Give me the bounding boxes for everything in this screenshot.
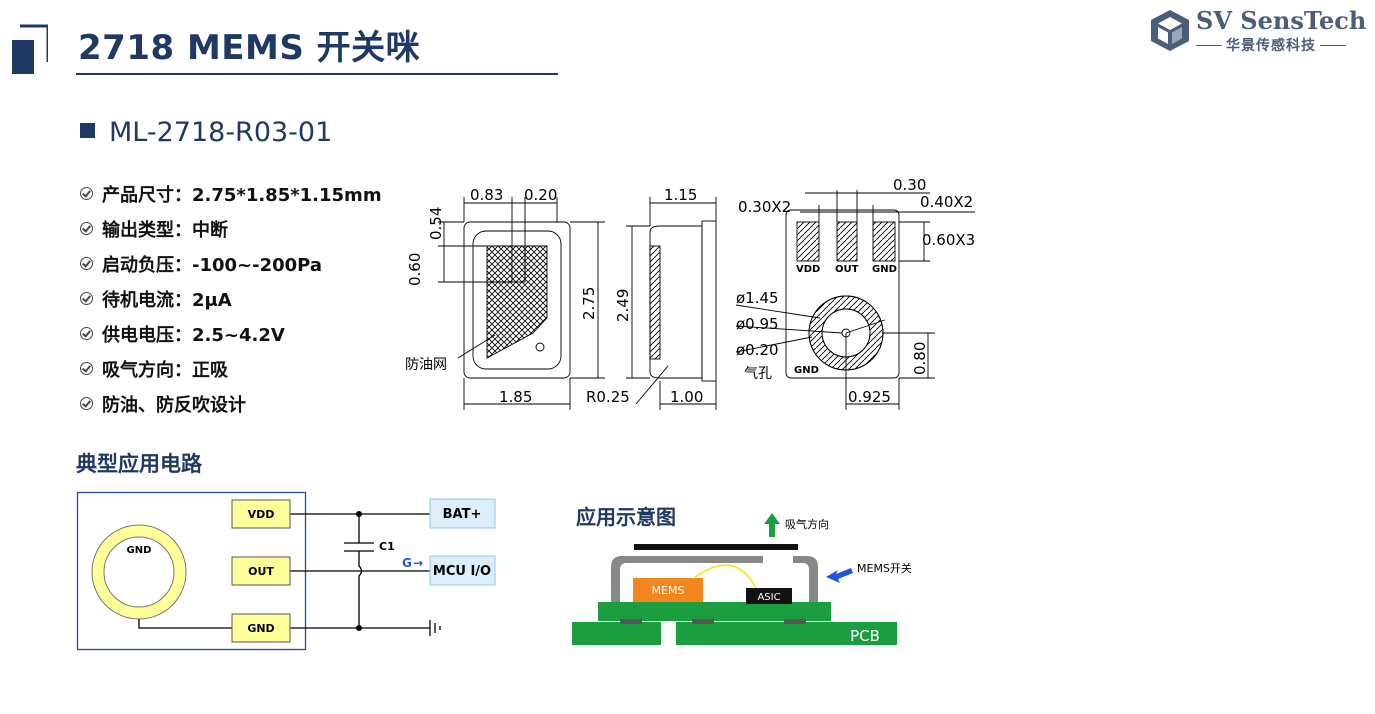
spec-item: 输出类型：中断 xyxy=(80,211,382,246)
spec-list: 产品尺寸：2.75*1.85*1.15mm 输出类型：中断 启动负压：-100~… xyxy=(80,176,382,421)
logo-subtitle-text: 华景传感科技 xyxy=(1226,38,1316,54)
check-circle-icon xyxy=(80,292,93,305)
pin-gnd: GND xyxy=(247,622,274,635)
application-diagram: 应用示意图 吸气方向 MEMS ASIC PCB MEMS开关 xyxy=(572,505,912,645)
mesh-area xyxy=(486,245,548,359)
logo-subtitle: 华景传感科技 xyxy=(1196,35,1346,55)
pin-vdd: VDD xyxy=(248,508,275,521)
application-circuit: GND VDD OUT GND C1 G → BAT+ MCU I/O xyxy=(76,491,496,651)
dimension-drawing: 0.83 0.20 0.54 0.60 2.75 1.85 防油网 1.15 2… xyxy=(405,176,975,410)
circuit-section-title: 典型应用电路 xyxy=(76,452,202,476)
airflow-label: 吸气方向 xyxy=(785,517,829,531)
dim-text: 2.49 xyxy=(614,289,632,322)
title-underline xyxy=(76,73,558,75)
spec-item: 供电电压：2.5~4.2V xyxy=(80,316,382,351)
front-view-inner xyxy=(472,230,562,370)
pin-out: OUT xyxy=(248,565,274,578)
check-circle-icon xyxy=(80,362,93,375)
dim-text: ø1.45 xyxy=(736,289,779,307)
model-text: ML-2718-R03-01 xyxy=(109,117,333,148)
diagram-title: 应用示意图 xyxy=(576,505,676,529)
dim-text: 1.15 xyxy=(664,186,697,204)
spec-text: 防油、防反吹设计 xyxy=(102,394,246,416)
model-number: ML-2718-R03-01 xyxy=(80,117,332,148)
dim-text: 0.20 xyxy=(524,186,557,204)
check-circle-icon xyxy=(80,187,93,200)
bat-label: BAT+ xyxy=(443,507,482,522)
spec-text: 启动负压：-100~-200Pa xyxy=(102,254,323,276)
dim-text: 0.60 xyxy=(406,253,424,286)
spec-text: 吸气方向：正吸 xyxy=(102,359,228,381)
dim-text: 0.40X2 xyxy=(920,193,973,211)
spec-item: 待机电流：2μA xyxy=(80,281,382,316)
dim-text: 0.30X2 xyxy=(738,198,791,216)
pad-label: OUT xyxy=(835,264,859,275)
logo-name: SV SensTech xyxy=(1196,6,1367,35)
spec-text: 输出类型：中断 xyxy=(102,219,228,241)
spec-text: 产品尺寸：2.75*1.85*1.15mm xyxy=(102,184,382,206)
company-logo: SV SensTech 华景传感科技 xyxy=(1148,6,1366,56)
spec-text: 待机电流：2μA xyxy=(102,289,232,311)
check-circle-icon xyxy=(80,327,93,340)
page-title: 2718 MEMS 开关咪 xyxy=(78,28,421,68)
signal-label: G xyxy=(402,556,412,570)
spec-item: 吸气方向：正吸 xyxy=(80,351,382,386)
pcb-label: PCB xyxy=(850,627,880,645)
bullet-square-icon xyxy=(80,123,95,138)
cube-logo-icon xyxy=(1151,10,1189,51)
dim-text: 0.60X3 xyxy=(922,231,975,249)
switch-label: MEMS开关 xyxy=(857,561,912,575)
arrow-left-icon xyxy=(826,568,853,583)
dim-text: 0.83 xyxy=(470,186,503,204)
title-square-icon xyxy=(12,24,48,74)
mesh-label: 防油网 xyxy=(405,357,447,373)
mcu-label: MCU I/O xyxy=(433,564,491,579)
check-circle-icon xyxy=(80,222,93,235)
spec-item: 防油、防反吹设计 xyxy=(80,386,382,421)
capacitor-label: C1 xyxy=(379,540,395,553)
spec-item: 启动负压：-100~-200Pa xyxy=(80,246,382,281)
dim-text: R0.25 xyxy=(586,388,630,406)
spec-text: 供电电压：2.5~4.2V xyxy=(102,324,285,346)
check-circle-icon xyxy=(80,257,93,270)
spec-item: 产品尺寸：2.75*1.85*1.15mm xyxy=(80,176,382,211)
dim-text: 2.75 xyxy=(580,287,598,320)
ring-label: GND xyxy=(794,365,819,376)
dim-text: ø0.95 xyxy=(736,315,779,333)
arrow-up-icon xyxy=(764,513,780,537)
dim-text: 1.85 xyxy=(499,388,532,406)
dim-text: 0.80 xyxy=(911,342,929,375)
pad-label: VDD xyxy=(796,264,820,275)
ring-label: GND xyxy=(127,545,152,556)
dim-text: 1.00 xyxy=(670,388,703,406)
check-circle-icon xyxy=(80,397,93,410)
dim-text: 0.54 xyxy=(427,207,445,240)
front-view-outline xyxy=(463,221,571,379)
mems-label: MEMS xyxy=(652,584,685,597)
hole-label: 气孔 xyxy=(744,366,772,382)
pad-label: GND xyxy=(872,264,897,275)
asic-label: ASIC xyxy=(757,592,780,603)
arrow-right-icon: → xyxy=(413,556,423,570)
dim-text: 0.925 xyxy=(848,388,891,406)
dim-text: ø0.20 xyxy=(736,341,779,359)
dim-text: 0.30 xyxy=(893,176,926,194)
